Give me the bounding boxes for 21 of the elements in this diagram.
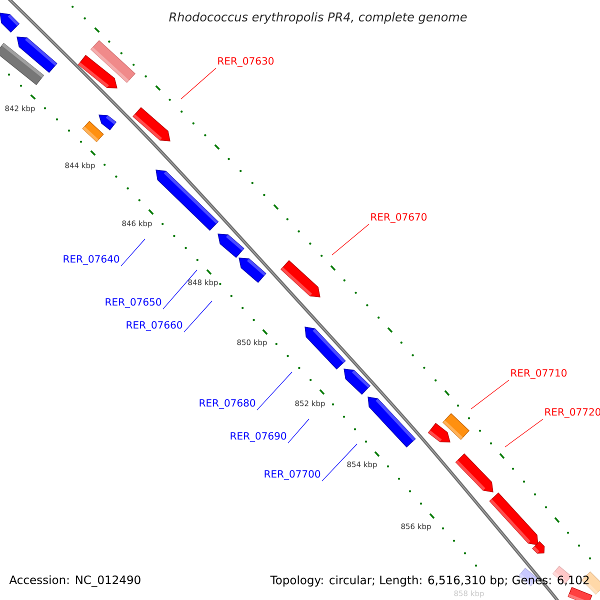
leader-line [256, 372, 292, 410]
leader-line [162, 270, 198, 310]
gene-label: RER_07700 [264, 470, 320, 480]
leader-line [322, 444, 358, 482]
leader-line [120, 238, 146, 266]
gene-label: RER_07680 [200, 399, 256, 409]
leader-line [470, 380, 510, 410]
gene-label: RER_07640 [64, 255, 120, 265]
footer-text: Accession: NC_012490 [9, 575, 140, 587]
leader-line [288, 418, 310, 444]
gene-label: RER_07650 [106, 298, 162, 308]
gene-label: RER_07670 [371, 213, 427, 223]
leader-line [332, 224, 370, 256]
leader-line [504, 418, 544, 448]
gene-label: RER_07630 [218, 57, 274, 67]
gene-label: RER_07690 [230, 432, 286, 442]
leader-line [180, 68, 216, 100]
gene-label: RER_07660 [126, 321, 182, 331]
title: Rhodococcus erythropolis PR4, complete genome [169, 12, 467, 24]
leader-line [184, 300, 212, 332]
gene-label: RER_07710 [511, 369, 567, 379]
